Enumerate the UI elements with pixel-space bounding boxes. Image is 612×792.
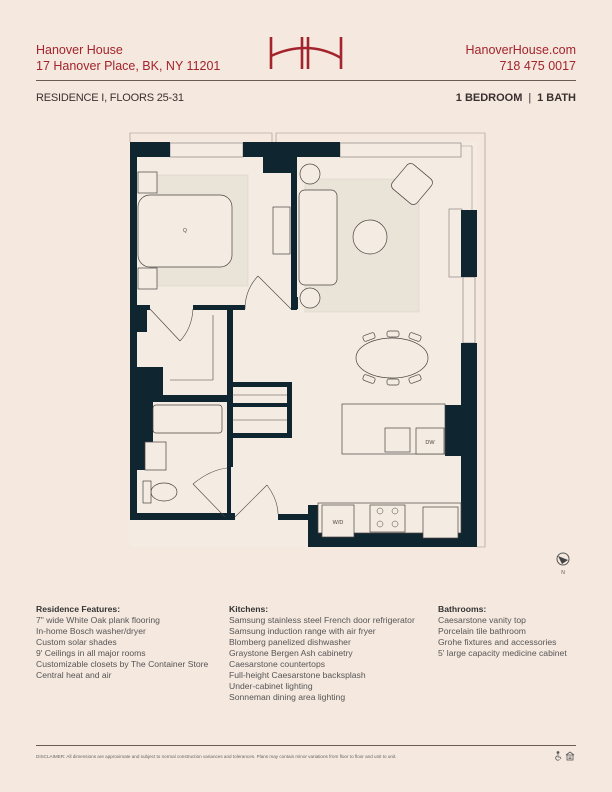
- walls: [130, 142, 477, 547]
- website-link[interactable]: HanoverHouse.com: [465, 43, 576, 57]
- toilet: [150, 482, 178, 502]
- residence-features-title: Residence Features:: [36, 604, 121, 614]
- dining-table: [355, 337, 429, 379]
- doors: [149, 275, 292, 518]
- feature-item: Custom solar shades: [36, 637, 117, 647]
- dishwasher: [415, 427, 445, 455]
- footer-divider: [36, 745, 576, 746]
- cooktop-burners: [376, 507, 399, 528]
- feature-item: In-home Bosch washer/dryer: [36, 626, 146, 636]
- bed: [137, 194, 233, 268]
- dresser: [272, 206, 291, 255]
- refrigerator: [422, 506, 459, 539]
- header-divider: [36, 80, 576, 81]
- sofa: [298, 189, 338, 286]
- bath-count: 1 BATH: [537, 92, 576, 104]
- nightstand: [137, 267, 158, 290]
- footer-icons: [555, 751, 575, 761]
- feature-item: 7" wide White Oak plank flooring: [36, 615, 160, 625]
- kitchen-features-title: Kitchens:: [229, 604, 269, 614]
- feature-item: 5' large capacity medicine cabinet: [438, 648, 567, 658]
- feature-item: Blomberg panelized dishwasher: [229, 637, 351, 647]
- feature-item: Porcelain tile bathroom: [438, 626, 526, 636]
- cooktop: [369, 504, 406, 533]
- equal-housing-icon: [565, 751, 575, 761]
- disclaimer: DISCLAIMER: All dimensions are approxima…: [36, 754, 397, 759]
- toilet-tank: [142, 480, 152, 504]
- floor-plan: Q DW W/D N: [129, 132, 570, 576]
- feature-item: Under-cabinet lighting: [229, 681, 313, 691]
- building-address: 17 Hanover Place, BK, NY 11201: [36, 59, 221, 73]
- kitchen-features: Kitchens: Samsung stainless steel French…: [229, 604, 415, 703]
- feature-item: Caesarstone countertops: [229, 659, 326, 669]
- feature-item: Caesarstone vanity top: [438, 615, 526, 625]
- bedroom-count: 1 BEDROOM: [455, 92, 523, 104]
- armchair: [391, 163, 433, 205]
- feature-item: Samsung induction range with air fryer: [229, 626, 376, 636]
- bathroom-features-title: Bathrooms:: [438, 604, 487, 614]
- separator: |: [528, 92, 532, 104]
- phone-number[interactable]: 718 475 0017: [499, 59, 576, 73]
- residence-features: Residence Features: 7" wide White Oak pl…: [36, 604, 208, 681]
- residence-title: RESIDENCE I, FLOORS 25-31: [36, 92, 184, 104]
- feature-item: Central heat and air: [36, 670, 112, 680]
- accessibility-icon: [555, 751, 562, 761]
- hanover-house-logo: [269, 37, 343, 69]
- bathtub: [152, 404, 223, 434]
- bed-label: Q: [183, 228, 187, 234]
- building-name: Hanover House: [36, 43, 123, 57]
- feature-item: Samsung stainless steel French door refr…: [229, 615, 415, 625]
- side-table: [299, 287, 321, 309]
- coffee-table: [352, 219, 388, 255]
- washer-dryer-label: W/D: [333, 520, 344, 526]
- compass-icon: [556, 552, 570, 566]
- dishwasher-label: DW: [425, 440, 435, 446]
- washer-dryer: [321, 504, 355, 538]
- side-table: [299, 163, 321, 185]
- vanity: [144, 441, 167, 471]
- unit-summary: 1 BEDROOM | 1 BATH: [456, 92, 576, 104]
- feature-item: 9' Ceilings in all major rooms: [36, 648, 146, 658]
- compass-north-label: N: [561, 570, 565, 576]
- bathroom-features: Bathrooms: Caesarstone vanity top Porcel…: [438, 604, 567, 659]
- sink: [384, 427, 411, 453]
- feature-item: Customizable closets by The Container St…: [36, 659, 209, 669]
- feature-item: Sonneman dining area lighting: [229, 692, 346, 702]
- nightstand: [137, 171, 158, 194]
- feature-item: Grohe fixtures and accessories: [438, 637, 557, 647]
- feature-item: Full-height Caesarstone backsplash: [229, 670, 366, 680]
- feature-item: Graystone Bergen Ash cabinetry: [229, 648, 353, 658]
- dining-chairs: [362, 330, 422, 386]
